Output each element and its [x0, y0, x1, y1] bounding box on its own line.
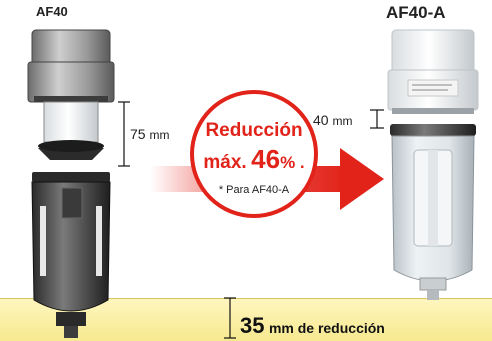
- asterisk-icon: *: [218, 184, 224, 196]
- af40a-dimension-label: 40 mm: [313, 112, 353, 128]
- af40-dimension-line: [118, 101, 130, 167]
- callout-percent-line: máx. 46% .: [203, 144, 305, 174]
- af40a-unit: [387, 29, 479, 300]
- af40a-title: AF40-A: [386, 3, 446, 22]
- callout-title: Reducción: [205, 120, 303, 141]
- callout-note: * Para AF40-A: [218, 184, 290, 196]
- af40-title: AF40: [36, 4, 68, 19]
- band-dimension-line: [224, 297, 236, 339]
- reduction-band-label: 35 mm de reducción: [240, 313, 385, 338]
- reduction-callout: Reducción máx. 46% . * Para AF40-A: [190, 90, 318, 218]
- af40-unit: [27, 29, 115, 338]
- af40-dimension-label: 75 mm: [130, 126, 170, 142]
- af40a-dimension-line: [370, 109, 384, 129]
